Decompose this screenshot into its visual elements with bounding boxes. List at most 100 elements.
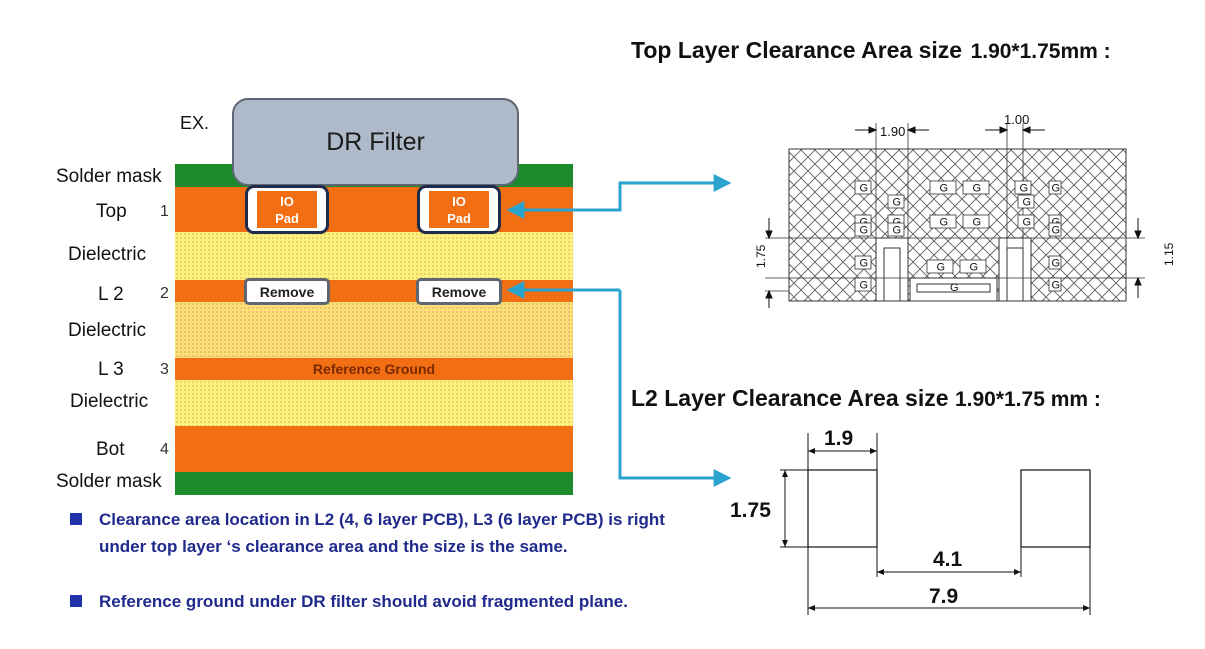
g-pad-label: G: [1020, 183, 1029, 195]
top-layer-heading: Top Layer Clearance Area size 1.90*1.75m…: [631, 37, 1111, 64]
layer-label-dielectric-1: Dielectric: [68, 244, 147, 265]
reference-ground-label: Reference Ground: [312, 361, 436, 377]
g-pad-label: G: [973, 183, 982, 195]
layer-num-2: 2: [160, 285, 169, 302]
layer-num-3: 3: [160, 361, 169, 378]
g-pad-label: G: [940, 183, 949, 195]
l2-dim-total: 7.9: [929, 585, 958, 608]
layer-label-l3: L 3: [98, 359, 124, 380]
layer-num-4: 4: [160, 441, 169, 458]
io-pad-line1: IO: [280, 193, 294, 209]
g-pad-label: G: [1052, 183, 1061, 195]
dielectric-band-3: [175, 380, 573, 426]
g-pad: [854, 277, 872, 292]
g-pad-label: G: [1023, 217, 1032, 229]
g-pad-label: G: [1023, 197, 1032, 209]
arrow-l2-layer: [506, 281, 732, 487]
dielectric-band-1: [175, 232, 573, 280]
layer-num-1: 1: [160, 203, 169, 220]
ex-label: EX.: [180, 113, 210, 133]
remove-pad-left: Remove: [244, 278, 330, 305]
g-pad-label: G: [1052, 217, 1061, 229]
arrow-top-layer: [506, 174, 732, 219]
g-pad-label: G: [860, 280, 869, 292]
l2-layer-size: 1.90*1.75 mm :: [954, 388, 1101, 411]
l2-layer-footprint: 1.9 4.1 7.9: [780, 427, 1091, 615]
l2-layer-heading: L2 Layer Clearance Area size 1.90*1.75 m…: [631, 385, 1101, 412]
dim-190-arrows: [765, 126, 1142, 308]
bullet-square-icon: [70, 595, 82, 607]
l2-dim-gap: 4.1: [933, 548, 963, 571]
g-pad-label: G: [973, 217, 982, 229]
dim-190-label: 1.90: [880, 124, 905, 139]
g-pad: [926, 259, 954, 274]
layer-label-dielectric-3: Dielectric: [70, 391, 149, 412]
g-pad-label: G: [893, 197, 902, 209]
g-pad-label: G: [1052, 258, 1061, 270]
g-pad-label: G: [970, 262, 979, 274]
bot-copper-band: [175, 426, 573, 472]
g-pad-label: G: [1052, 225, 1061, 237]
l2-clearance-right: [1020, 469, 1091, 548]
g-pad: [929, 214, 957, 229]
l2-dim-height: 1.75: [730, 499, 771, 522]
l2-clearance-left: [807, 469, 878, 548]
l2-layer-title: L2 Layer Clearance Area size: [631, 385, 949, 411]
layer-label-bot: Bot: [96, 439, 125, 460]
g-pad: [959, 259, 987, 274]
io-pad-line2: Pad: [275, 210, 299, 226]
solder-mask-bottom-band: [175, 472, 573, 495]
dr-filter: DR Filter: [232, 98, 519, 186]
g-pad: [1048, 180, 1062, 195]
g-pad: [962, 214, 990, 229]
g-pad: [1048, 222, 1062, 237]
g-pad-label: G: [940, 217, 949, 229]
remove-pad-right: Remove: [416, 278, 502, 305]
g-pad-label: G: [860, 183, 869, 195]
g-pad: [962, 180, 990, 195]
dielectric-band-2: [175, 302, 573, 358]
g-pad: [929, 180, 957, 195]
g-pad: [1048, 277, 1062, 292]
g-pad-label: G: [860, 217, 869, 229]
remove-label: Remove: [431, 283, 487, 300]
bullet-text-2: Reference ground under DR filter should …: [99, 592, 628, 611]
g-pad-label: G: [1052, 280, 1061, 292]
remove-label: Remove: [259, 283, 315, 300]
dr-filter-label: DR Filter: [326, 127, 425, 156]
layer-label-solder-mask-bottom: Solder mask: [56, 471, 162, 492]
layer-label-solder-mask-top: Solder mask: [56, 166, 162, 187]
g-pad: [854, 222, 872, 237]
g-pad: [1017, 214, 1035, 229]
io-pad-line2: Pad: [447, 210, 471, 226]
layer-label-top: Top: [96, 201, 127, 222]
g-pad-label: G: [893, 225, 902, 237]
layer-label-dielectric-2: Dielectric: [68, 320, 147, 341]
bullet-text-1: Clearance area location in L2 (4, 6 laye…: [99, 510, 665, 556]
dim-115-label: 1.15: [1162, 242, 1176, 266]
g-pad-label: G: [893, 217, 902, 229]
dim-175-label: 1.75: [754, 244, 768, 268]
l3-copper-band: [175, 358, 573, 380]
g-pad: [1048, 255, 1062, 270]
g-pad-label: G: [860, 225, 869, 237]
bullet-square-icon: [70, 513, 82, 525]
g-pad: [854, 180, 872, 195]
l2-dim-width: 1.9: [824, 427, 853, 450]
g-pad-label: G: [860, 258, 869, 270]
dim-100-label: 1.00: [1004, 112, 1029, 127]
g-pad: [1014, 180, 1032, 195]
g-pad: [1017, 194, 1035, 209]
g-pad-label: G: [950, 282, 959, 294]
io-pad-line1: IO: [452, 193, 466, 209]
g-pad: [887, 194, 905, 209]
g-pad-label: G: [937, 262, 946, 274]
g-pad: [854, 255, 872, 270]
top-layer-size: 1.90*1.75mm :: [970, 40, 1111, 63]
layer-label-l2: L 2: [98, 284, 124, 305]
g-pad: [887, 222, 905, 237]
